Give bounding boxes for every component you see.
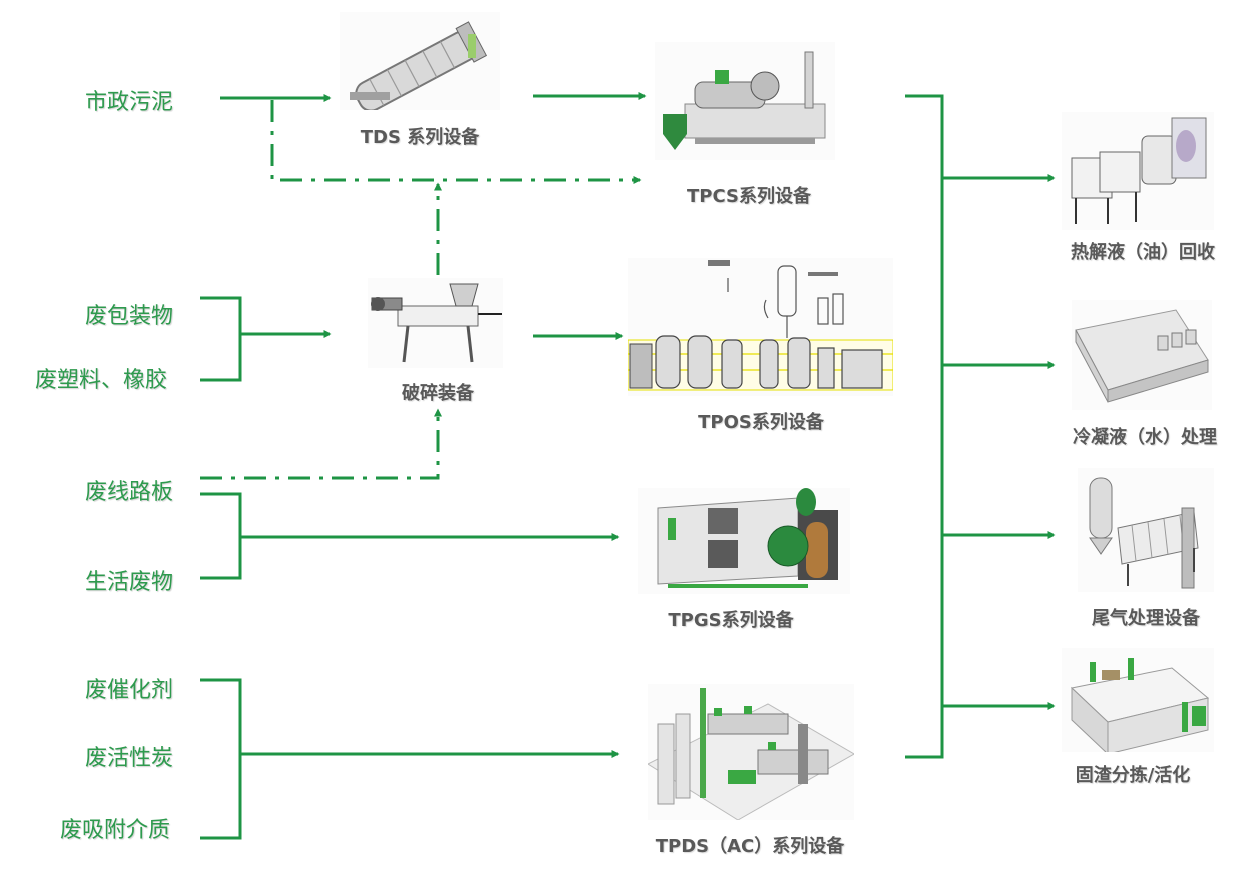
- tpds-caption: TPDS（AC）系列设备: [655, 836, 845, 857]
- source-municipal-sludge: 市政污泥: [85, 90, 174, 115]
- tpds-equipment-image: [648, 684, 854, 820]
- tpgs-caption: TPGS系列设备: [668, 610, 794, 631]
- dashed-sludge-to-tpcs: [270, 100, 642, 184]
- source-waste-adsorbent: 废吸附介质: [60, 818, 171, 843]
- source-domestic-waste: 生活废物: [85, 570, 174, 595]
- source-waste-catalyst: 废催化剂: [85, 678, 174, 703]
- tail-gas-caption: 尾气处理设备: [1092, 608, 1200, 629]
- condensate-image: [1072, 300, 1212, 410]
- pyrolysis-oil-image: [1062, 112, 1214, 230]
- source-waste-packaging: 废包装物: [85, 304, 174, 329]
- condensate-caption: 冷凝液（水）处理: [1073, 427, 1217, 448]
- tpos-equipment-image: [628, 258, 893, 396]
- collector-bracket: [905, 94, 944, 759]
- tpcs-equipment-image: [655, 42, 835, 160]
- tpos-caption: TPOS系列设备: [698, 412, 824, 433]
- solid-residue-image: [1062, 648, 1214, 752]
- pyrolysis-oil-caption: 热解液（油）回收: [1071, 242, 1215, 263]
- tds-equipment-image: [340, 12, 500, 110]
- tpgs-equipment-image: [638, 488, 850, 594]
- tail-gas-image: [1078, 468, 1214, 592]
- bracket-packaging-plastic: [200, 296, 242, 382]
- tpcs-caption: TPCS系列设备: [687, 186, 811, 207]
- source-waste-plastic-rubber: 废塑料、橡胶: [35, 368, 168, 393]
- crushing-equipment-image: [368, 278, 503, 368]
- tds-caption: TDS 系列设备: [360, 127, 480, 148]
- crushing-caption: 破碎装备: [402, 383, 474, 404]
- bracket-circuitboard-domestic: [200, 492, 242, 580]
- source-waste-circuit-board: 废线路板: [85, 480, 174, 505]
- source-waste-activated-carbon: 废活性炭: [85, 746, 174, 771]
- solid-residue-caption: 固渣分拣/活化: [1075, 765, 1191, 786]
- dashed-circuitboard-to-crushing: [200, 408, 442, 480]
- bracket-catalyst-carbon-adsorbent: [200, 678, 242, 840]
